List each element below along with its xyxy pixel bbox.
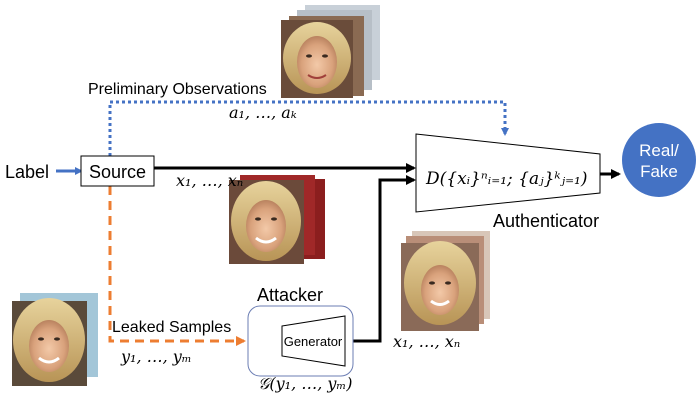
- real-samples-math: x₁, …, xₙ: [176, 171, 243, 190]
- generator-label: Generator: [284, 334, 343, 349]
- leaked-samples-arrow: [108, 186, 246, 346]
- generator-math: 𝒢(y₁, …, yₘ): [258, 374, 353, 393]
- discriminator-math: D({xᵢ}ⁿᵢ₌₁; {aⱼ}ᵏⱼ₌₁): [425, 169, 588, 189]
- observations-math: a₁, …, aₖ: [229, 103, 297, 122]
- label-text: Label: [5, 162, 49, 182]
- fake-samples-math: x₁, …, xₙ: [393, 332, 460, 351]
- authenticator-label: Authenticator: [493, 211, 599, 231]
- leaked-samples-label: Leaked Samples: [112, 319, 231, 336]
- preliminary-observation-images: [281, 5, 380, 98]
- preliminary-observations-label: Preliminary Observations: [88, 81, 267, 98]
- real-fake-output: [622, 123, 696, 197]
- source-box: Source: [80, 155, 155, 187]
- real-sample-images: [229, 175, 325, 264]
- authenticator-shape: [415, 133, 601, 213]
- attacker-to-authenticator-arrow: [351, 175, 416, 343]
- source-label: Source: [89, 162, 146, 182]
- output-label-real: Real/: [639, 141, 679, 160]
- generator-shape: [281, 315, 346, 367]
- preliminary-observations-arrow: [108, 100, 509, 156]
- fake-sample-images: [401, 231, 490, 331]
- leaked-sample-images: [12, 293, 98, 386]
- output-label-fake: Fake: [640, 162, 678, 181]
- attacker-label: Attacker: [257, 285, 323, 305]
- leaked-math: y₁, …, yₘ: [120, 347, 192, 366]
